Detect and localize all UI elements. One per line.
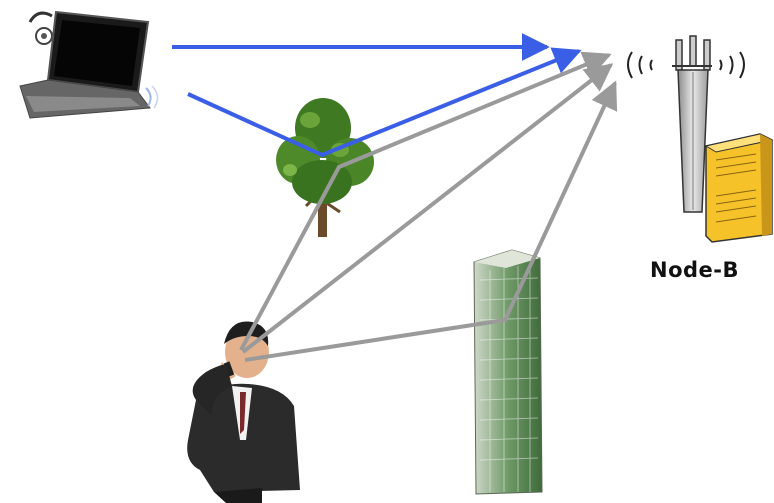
person-tree-reflection-path-arrow <box>241 55 609 350</box>
laptop-icon <box>20 12 158 118</box>
tree-reflection-path-arrow <box>188 51 579 155</box>
node-b-cabinet-icon <box>706 134 772 242</box>
node-b-label: Node-B <box>650 258 739 282</box>
tree-icon <box>276 98 374 237</box>
building-icon <box>474 250 542 494</box>
